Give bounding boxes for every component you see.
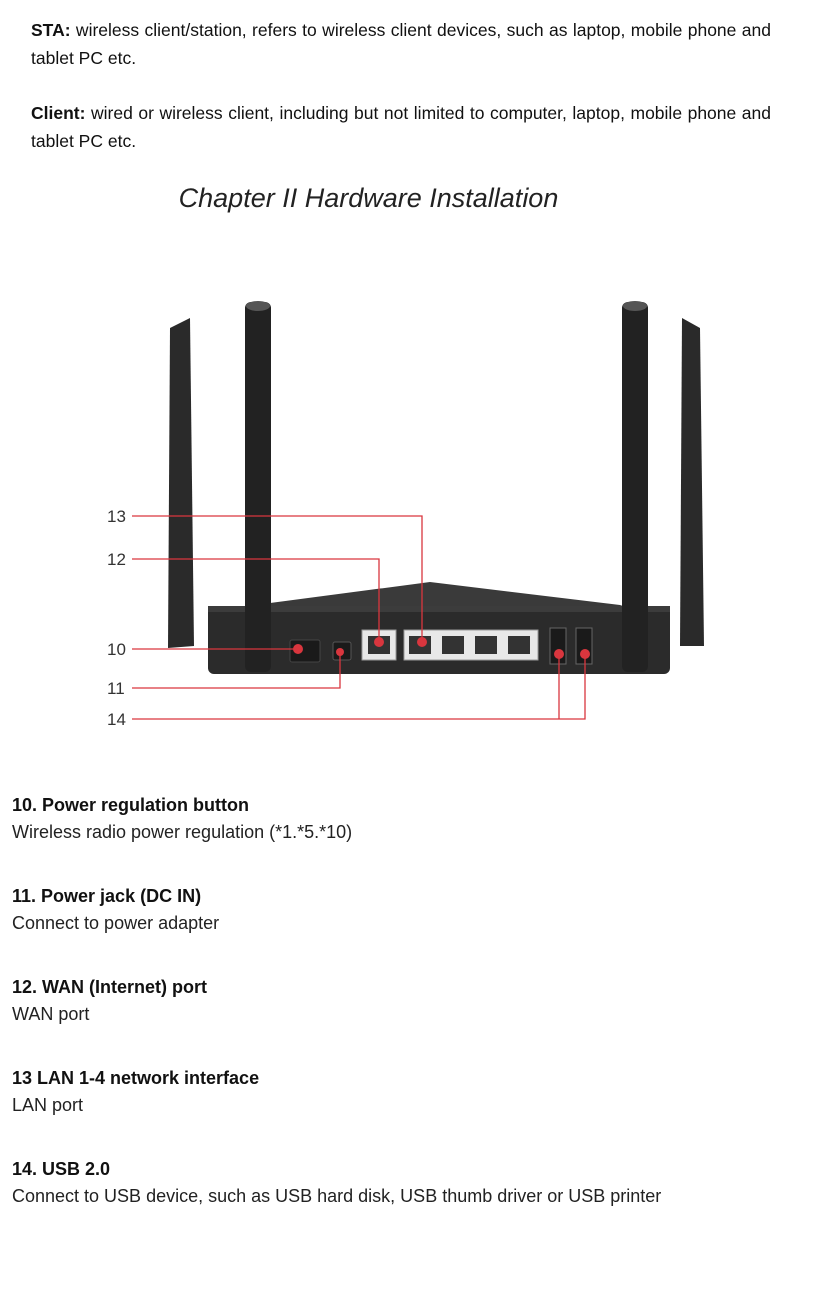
component-item: 14. USB 2.0 Connect to USB device, such …: [12, 1156, 812, 1247]
component-item: 10. Power regulation button Wireless rad…: [12, 792, 812, 883]
component-title: 13 LAN 1-4 network interface: [12, 1068, 260, 1088]
chapter-title: Chapter II Hardware Installation: [178, 183, 559, 213]
component-title: 14. USB 2.0: [12, 1159, 111, 1179]
router-rear-panel-figure: 13 12 10 11 14: [107, 301, 704, 729]
callout-dots: [293, 637, 590, 659]
callout-number-14: 14: [107, 710, 126, 729]
component-description: Connect to USB device, such as USB hard …: [12, 1186, 662, 1206]
router-top-cover: [230, 582, 640, 612]
component-list: 10. Power regulation button Wireless rad…: [12, 792, 812, 1247]
callout-line-13: [132, 515, 423, 642]
antenna-back-right: [680, 318, 704, 646]
callout-line-12: [132, 558, 380, 642]
callout-number-11: 11: [107, 679, 125, 698]
callout-lines: [132, 515, 586, 720]
callout-number-12: 12: [107, 550, 126, 569]
callout-line-11: [132, 652, 341, 689]
component-title: 11. Power jack (DC IN): [12, 886, 202, 906]
definition-sta: STA: wireless client/station, refers to …: [31, 16, 771, 72]
component-description: LAN port: [12, 1095, 84, 1115]
callout-number-10: 10: [107, 640, 126, 659]
definition-text: wired or wireless client, including but …: [31, 103, 771, 151]
component-description: Connect to power adapter: [12, 913, 220, 933]
antenna-back-left: [168, 318, 194, 648]
component-title: 12. WAN (Internet) port: [12, 977, 208, 997]
component-item: 13 LAN 1-4 network interface LAN port: [12, 1065, 812, 1156]
component-description: Wireless radio power regulation (*1.*5.*…: [12, 822, 353, 842]
component-description: WAN port: [12, 1004, 90, 1024]
lan-ports: [403, 629, 539, 661]
callout-number-13: 13: [107, 507, 126, 526]
component-item: 12. WAN (Internet) port WAN port: [12, 974, 812, 1065]
definition-term: STA:: [31, 20, 71, 40]
component-item: 11. Power jack (DC IN) Connect to power …: [12, 883, 812, 974]
component-title: 10. Power regulation button: [12, 795, 250, 815]
antenna-front-left: [245, 301, 271, 672]
definition-text: wireless client/station, refers to wirel…: [31, 20, 771, 68]
callout-line-14: [132, 654, 586, 720]
antenna-front-right: [622, 301, 648, 672]
definition-client: Client: wired or wireless client, includ…: [31, 99, 771, 155]
definition-term: Client:: [31, 103, 86, 123]
